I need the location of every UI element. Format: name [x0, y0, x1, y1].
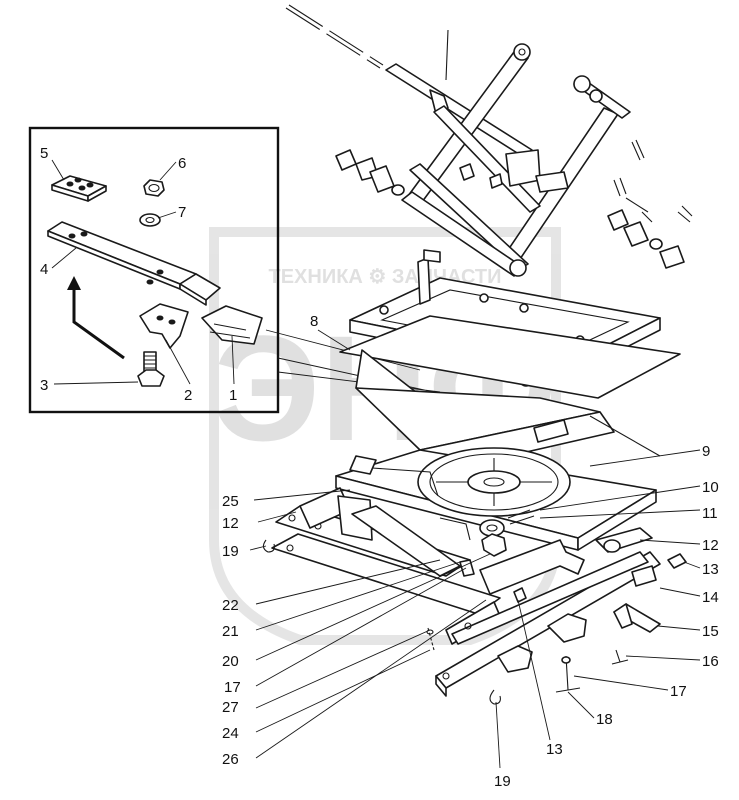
callout-13-right: 13	[702, 561, 719, 578]
callout-2: 2	[184, 387, 192, 404]
callout-11: 11	[702, 505, 718, 522]
callout-9: 9	[702, 443, 710, 460]
callout-12-left: 12	[222, 515, 239, 532]
callout-25: 25	[222, 493, 239, 510]
callout-17-right: 17	[670, 683, 687, 700]
plate-part-5	[51, 175, 107, 202]
callout-5: 5	[40, 145, 48, 162]
callout-22: 22	[222, 597, 239, 614]
strap-part-4	[47, 221, 221, 306]
base-plate-part-9	[335, 447, 657, 551]
callout-17-left: 17	[224, 679, 241, 696]
callout-6: 6	[178, 155, 186, 172]
callout-4: 4	[40, 261, 48, 278]
callout-8: 8	[310, 313, 318, 330]
leader-lines	[51, 159, 701, 769]
nut-part-6	[143, 179, 165, 197]
callout-3: 3	[40, 377, 48, 394]
callout-20: 20	[222, 653, 239, 670]
callout-12-right: 12	[702, 537, 719, 554]
callout-16: 16	[702, 653, 719, 670]
callout-27: 27	[222, 699, 239, 716]
callouts: 1 2 3 4 5 6 7 8 9 10 11 12 12 13 13 14 1…	[40, 145, 719, 790]
callout-19-left: 19	[222, 543, 239, 560]
callout-24: 24	[222, 725, 239, 742]
slide-rail-assembly	[262, 487, 687, 705]
callout-13-bottom: 13	[546, 741, 563, 758]
detail-inset	[28, 126, 471, 414]
callout-21: 21	[222, 623, 239, 640]
scissor-mechanism	[285, 4, 693, 277]
callout-15: 15	[702, 623, 719, 640]
callout-19-bottom: 19	[494, 773, 511, 790]
assembly-arrow	[72, 282, 125, 360]
callout-18: 18	[596, 711, 613, 728]
pad-part-1	[201, 305, 263, 345]
assembly-arrowhead	[67, 276, 81, 290]
bracket-part-2	[139, 303, 189, 349]
washer-part-7	[139, 213, 161, 227]
callout-14: 14	[702, 589, 719, 606]
seat-pan-part-8	[339, 315, 681, 475]
callout-7: 7	[178, 204, 186, 221]
callout-10: 10	[702, 479, 719, 496]
callout-1: 1	[229, 387, 237, 404]
callout-26: 26	[222, 751, 239, 768]
bolt-part-3	[137, 351, 165, 387]
